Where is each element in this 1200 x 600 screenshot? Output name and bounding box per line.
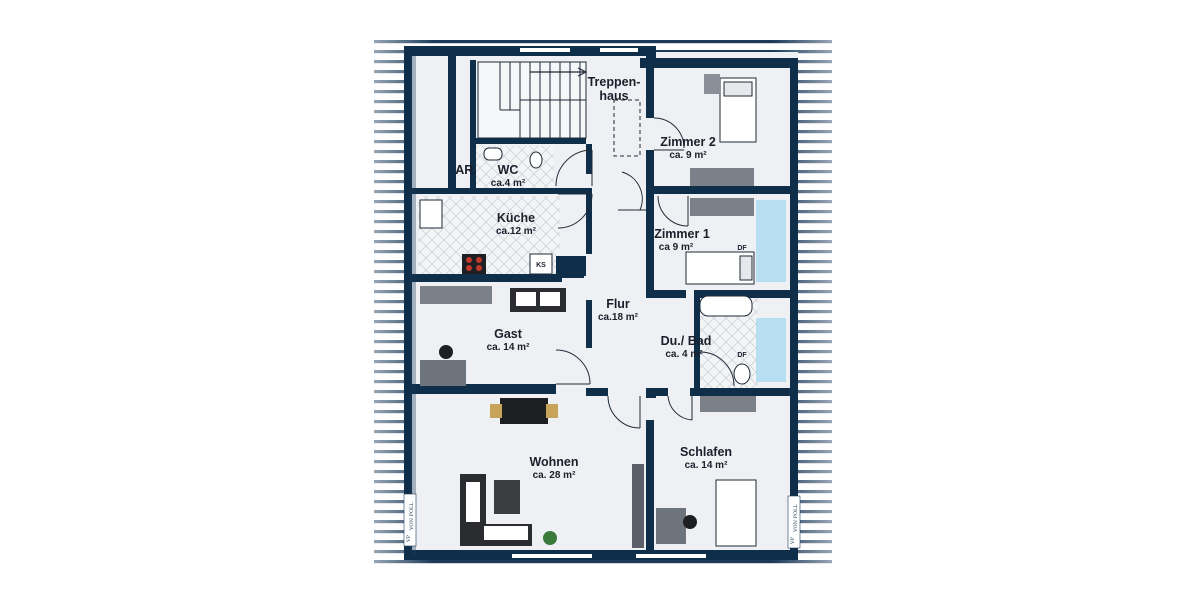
desk-schlafen <box>656 508 686 544</box>
bed-zimmer1 <box>685 251 755 285</box>
wardrobe-zimmer1 <box>690 198 754 216</box>
wc-area: ca.4 m² <box>491 178 526 189</box>
radiator-kitchen <box>556 264 584 278</box>
wc-label: WC <box>498 163 519 177</box>
svg-text:VP: VP <box>406 534 412 543</box>
sink-wc <box>483 147 503 161</box>
wardrobe-schlafen <box>700 396 756 412</box>
svg-text:VON POLL: VON POLL <box>793 504 799 533</box>
zimmer2-area: ca. 9 m² <box>669 150 707 161</box>
chair-gast <box>439 345 453 359</box>
schlafen-label: Schlafen <box>680 445 732 459</box>
bed-zimmer2 <box>704 74 757 143</box>
df-zimmer1: DF <box>737 245 747 252</box>
chair-schlafen <box>683 515 697 529</box>
stove <box>462 254 486 274</box>
svg-text:VON POLL: VON POLL <box>409 502 415 531</box>
desk-gast <box>420 360 466 386</box>
flur-label: Flur <box>606 297 630 311</box>
bad-label: Du./ Bad <box>661 334 712 348</box>
wohnen-label: Wohnen <box>529 455 578 469</box>
flur-area: ca.18 m² <box>598 312 639 323</box>
ar-label: AR. <box>455 163 477 177</box>
ks-label: KS <box>536 262 546 269</box>
wohnen-area: ca. 28 m² <box>533 470 576 481</box>
watermark-right: VP VON POLL <box>787 495 801 549</box>
tv-board <box>632 464 644 548</box>
window-zimmer1 <box>756 200 786 282</box>
sink-kitchen <box>419 199 443 229</box>
toilet-bad <box>733 363 751 385</box>
room-labels: Treppen- haus WC ca.4 m² AR. Küche ca.12… <box>455 75 747 481</box>
wardrobe-gast <box>420 286 492 304</box>
wardrobe-zimmer2 <box>690 168 754 186</box>
plant <box>543 531 557 545</box>
dining-table <box>500 398 548 424</box>
df-bad: DF <box>737 352 747 359</box>
fridge <box>529 253 553 275</box>
kueche-label: Küche <box>497 211 535 225</box>
svg-text:VP: VP <box>790 536 796 545</box>
zimmer2-label: Zimmer 2 <box>660 135 716 149</box>
gast-area: ca. 14 m² <box>487 342 530 353</box>
bed-schlafen <box>715 479 757 547</box>
schlafen-area: ca. 14 m² <box>685 460 728 471</box>
treppenhaus-label-1: Treppen- <box>588 75 641 89</box>
treppenhaus-label-2: haus <box>599 89 628 103</box>
watermark-left: VP VON POLL <box>403 493 417 547</box>
window-bad <box>756 318 786 382</box>
bad-area: ca. 4 m² <box>665 349 703 360</box>
zimmer1-label: Zimmer 1 <box>654 227 710 241</box>
toilet-wc <box>529 151 543 169</box>
bathtub <box>699 295 753 317</box>
kueche-area: ca.12 m² <box>496 226 537 237</box>
walls <box>404 46 798 560</box>
doors <box>555 117 735 429</box>
zimmer1-area: ca 9 m² <box>659 242 694 253</box>
furniture <box>419 74 786 548</box>
gast-label: Gast <box>494 327 523 341</box>
staircase <box>477 61 641 157</box>
coffee-table <box>494 480 520 514</box>
